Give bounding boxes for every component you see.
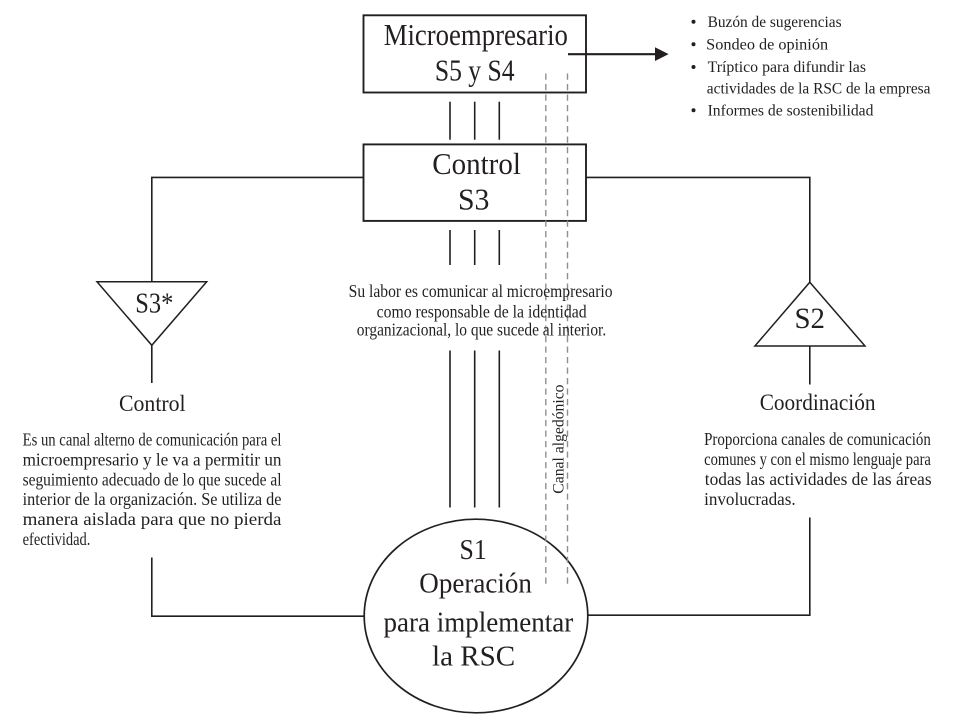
svg-text:efectividad.: efectividad. <box>23 529 91 549</box>
svg-text:S3*: S3* <box>135 288 173 320</box>
svg-text:para implementar: para implementar <box>384 607 574 639</box>
svg-text:S5 y S4: S5 y S4 <box>435 53 515 88</box>
svg-text:Microempresario: Microempresario <box>384 17 568 52</box>
svg-text:Control: Control <box>119 391 186 417</box>
svg-text:interior de la organización. S: interior de la organización. Se utiliza … <box>23 489 282 509</box>
svg-text:Proporciona canales de comunic: Proporciona canales de comunicación <box>704 429 931 449</box>
svg-text:Es un canal alterno de comunic: Es un canal alterno de comunicación para… <box>23 430 282 450</box>
svg-text:Control: Control <box>432 146 521 181</box>
svg-text:S3: S3 <box>458 182 490 217</box>
svg-text:actividades de la RSC de la em: actividades de la RSC de la empresa <box>707 80 931 98</box>
svg-text:como responsable de la identid: como responsable de la identidad <box>377 301 587 321</box>
svg-text:manera aislada para que no pie: manera aislada para que no pierda <box>23 509 282 529</box>
svg-text:S1: S1 <box>460 534 487 566</box>
svg-text:microempresario y le va a perm: microempresario y le va a permitir un <box>23 449 282 469</box>
svg-text:Su labor es comunicar al micro: Su labor es comunicar al microempresario <box>349 281 613 301</box>
svg-text:S2: S2 <box>794 302 825 335</box>
svg-text:Sondeo de opinión: Sondeo de opinión <box>706 35 828 53</box>
svg-text:comunes y con el mismo lenguaj: comunes y con el mismo lenguaje para <box>704 449 931 469</box>
svg-text:todas las actividades de las á: todas las actividades de las áreas <box>705 469 932 489</box>
svg-text:Coordinación: Coordinación <box>760 390 876 416</box>
svg-text:Operación: Operación <box>419 568 532 600</box>
svg-text:organizacional, lo que sucede: organizacional, lo que sucede al interio… <box>357 319 606 339</box>
svg-text:Tríptico para difundir las: Tríptico para difundir las <box>708 58 866 76</box>
svg-text:Informes de sostenibilidad: Informes de sostenibilidad <box>708 101 874 119</box>
svg-text:involucradas.: involucradas. <box>704 489 796 509</box>
svg-text:seguimiento adecuado de lo que: seguimiento adecuado de lo que sucede al <box>23 469 282 489</box>
svg-text:Canal algedónico: Canal algedónico <box>551 385 568 494</box>
svg-text:la RSC: la RSC <box>432 640 515 672</box>
svg-text:Buzón de sugerencias: Buzón de sugerencias <box>708 13 842 31</box>
